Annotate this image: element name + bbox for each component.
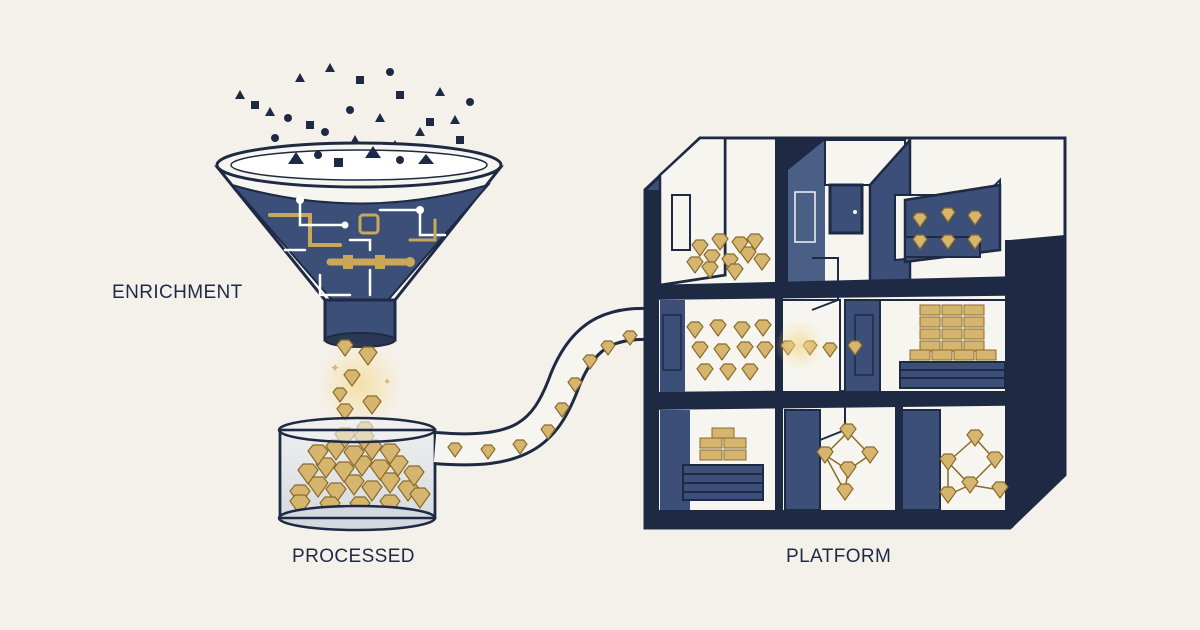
network-graph [816,423,1009,504]
conveyor-belt [433,306,667,467]
door-icon [828,183,864,235]
label-platform: PLATFORM [786,546,892,567]
svg-text:✦: ✦ [383,377,391,388]
label-processed: PROCESSED [292,546,415,567]
raw-data-particles [235,63,474,149]
svg-text:✦: ✦ [330,361,340,375]
label-enrichment: ENRICHMENT [112,282,243,303]
gem-icon [686,207,997,461]
circuit-icon [268,196,447,297]
building-icon [643,136,1067,530]
container-icon [277,416,437,532]
funnel-icon [213,141,504,348]
